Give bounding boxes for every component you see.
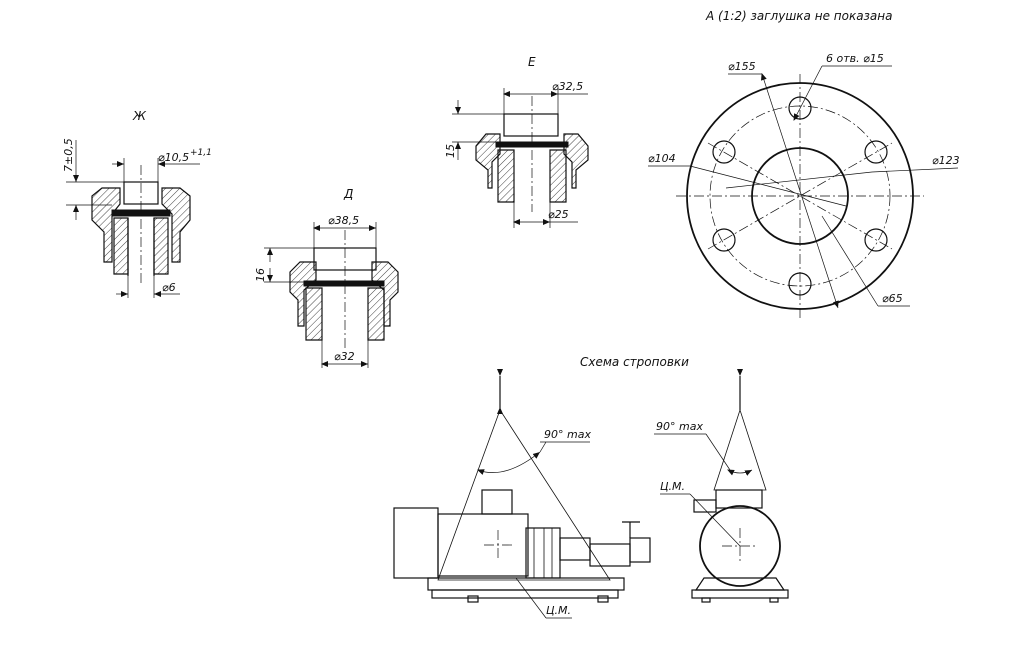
- a-dim-bolt: ⌀123: [932, 154, 960, 167]
- view-a: А (1:2) заглушка не показана ⌀155 6 отв.…: [648, 9, 960, 318]
- left-pump: [589, 543, 631, 567]
- zh-dim-height: 7±0,5: [62, 138, 75, 172]
- d-pipe-right: [367, 287, 385, 341]
- e-dim-height: 15: [444, 144, 457, 158]
- view-zh: Ж 7±0,5 ⌀10,5 +1,1 ⌀6: [62, 109, 212, 298]
- e-dim-top: ⌀32,5: [552, 80, 583, 93]
- e-body-right: [563, 133, 589, 189]
- zh-stem-left: [113, 217, 129, 275]
- a-bolt-hole-2: [864, 140, 888, 164]
- zh-dim-bottom: ⌀6: [162, 281, 176, 294]
- sling-right-view: 90° max Ц.М.: [654, 369, 789, 603]
- d-gasket: [303, 280, 385, 287]
- left-motor-end: [393, 507, 439, 579]
- zh-body-left: [91, 187, 121, 263]
- d-dim-bottom: ⌀32: [334, 350, 355, 363]
- view-d: Д 16 ⌀38,5 ⌀32: [254, 187, 399, 368]
- d-dim-top: ⌀38,5: [328, 214, 359, 227]
- a-bolt-hole-3: [864, 228, 888, 252]
- a-dim-bore: ⌀65: [882, 292, 903, 305]
- a-bolt-hole-5: [712, 228, 736, 252]
- e-dim-bottom: ⌀25: [548, 208, 569, 221]
- zh-stem-right: [153, 217, 169, 275]
- left-coupling: [525, 527, 561, 579]
- view-d-title: Д: [343, 187, 353, 201]
- d-body-left: [289, 261, 317, 327]
- left-motor-body: [437, 513, 529, 577]
- e-pipe-left: [497, 149, 515, 203]
- right-motor-circle: [699, 505, 781, 587]
- d-pipe-left: [305, 287, 323, 341]
- zh-dim-top: ⌀10,5: [158, 151, 189, 164]
- view-e: Е 15 ⌀32,5 ⌀25: [444, 55, 589, 228]
- e-cap: [503, 113, 559, 137]
- left-terminal-box: [481, 489, 513, 515]
- sling-angle-right: 90° max: [656, 420, 703, 433]
- sling-title: Схема строповки: [580, 355, 689, 369]
- sling-cg-right: Ц.М.: [660, 480, 685, 493]
- sling-angle-left: 90° max: [544, 428, 591, 441]
- a-dim-inner: ⌀104: [648, 152, 676, 165]
- right-terminal-box: [715, 489, 763, 509]
- a-dim-outer: ⌀155: [728, 60, 756, 73]
- sling-left-view: 90° max Ц.М.: [393, 369, 651, 619]
- view-e-title: Е: [528, 55, 536, 69]
- sling-cg-left: Ц.М.: [546, 604, 571, 617]
- zh-dim-top-tol: +1,1: [190, 148, 212, 158]
- a-bolt-hole-6: [712, 140, 736, 164]
- view-a-title: А (1:2) заглушка не показана: [705, 9, 893, 23]
- zh-body-right: [161, 187, 191, 263]
- right-frame: [694, 577, 786, 591]
- view-zh-title: Ж: [132, 109, 147, 123]
- a-dim-holes: 6 отв. ⌀15: [826, 52, 884, 65]
- e-pipe-right: [549, 149, 567, 203]
- e-body-left: [475, 133, 501, 189]
- d-dim-height: 16: [254, 268, 267, 282]
